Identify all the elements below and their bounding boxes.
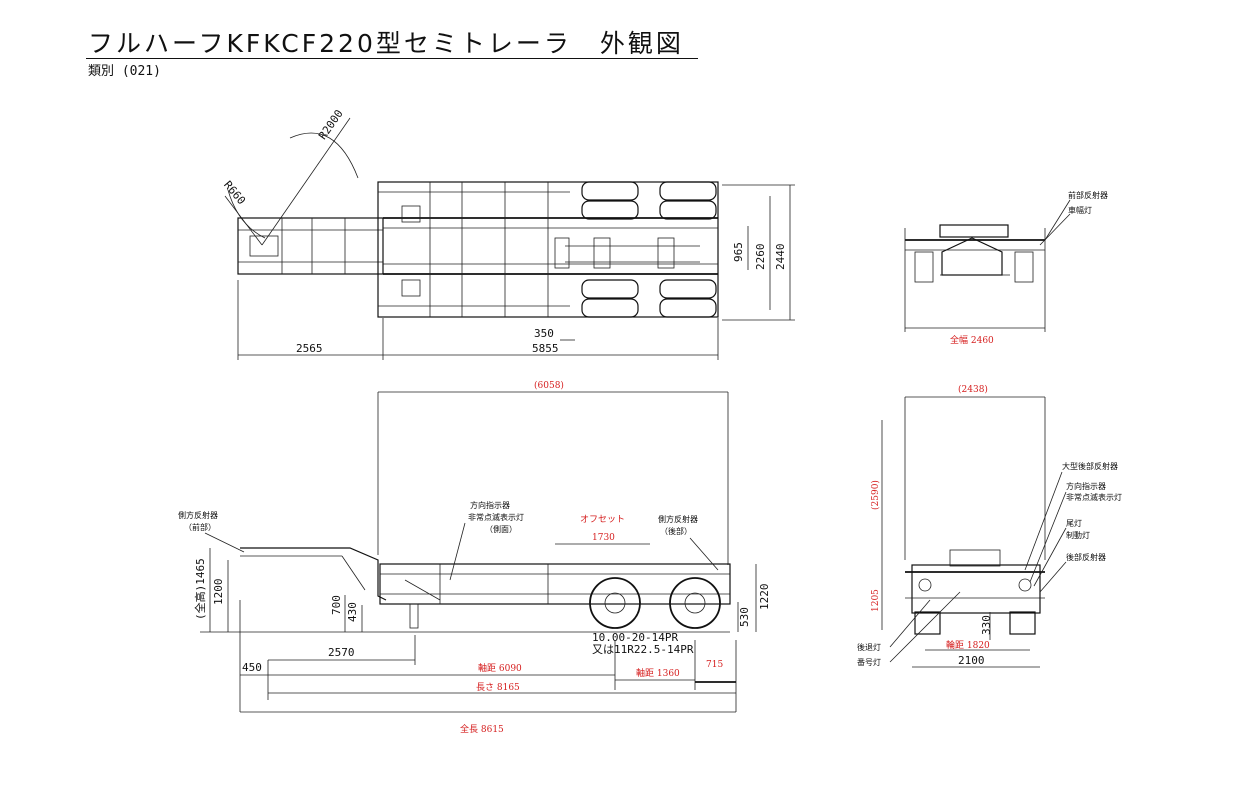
container-length: (6058) — [534, 380, 564, 391]
label-offset: オフセット — [580, 514, 625, 525]
dim-2100: 2100 — [958, 654, 985, 667]
dim-2440: 2440 — [774, 244, 787, 271]
dim-2565: 2565 — [296, 342, 323, 355]
overall-width: 全幅 2460 — [950, 334, 994, 346]
wheelbase: 軸距 6090 — [478, 662, 522, 674]
label-tail-lamp: 尾灯 — [1066, 518, 1082, 528]
dim-2570: 2570 — [328, 646, 355, 659]
dim-530: 530 — [738, 607, 751, 627]
dim-offset: 1730 — [592, 533, 615, 543]
dim-height-total: (全高)1465 — [193, 558, 207, 620]
dim-1205: 1205 — [871, 589, 881, 612]
label-plate-lamp: 番号灯 — [857, 657, 881, 667]
container-width: (2438) — [958, 384, 988, 395]
body-length: 長さ 8165 — [476, 682, 520, 693]
drawing-title: フルハーフKFKCF220型セミトレーラ 外観図 — [88, 29, 684, 58]
label-rear-reflector: 後部反射器 — [1066, 552, 1106, 562]
label-side-reflector-front: 側方反射器 — [178, 510, 218, 520]
side-view: (6058) 側方反射器 （前部） 方向指示器 非常点滅表示灯 （側面） オフセ… — [178, 380, 771, 735]
front-view: 前部反射器 車幅灯 全幅 2460 — [904, 190, 1108, 346]
label-hazard-side: 非常点滅表示灯 — [468, 512, 524, 522]
tire-spec-2: 又は11R22.5-14PR — [592, 643, 694, 656]
dim-2260: 2260 — [754, 244, 767, 271]
tires-top — [581, 181, 717, 318]
dim-5855: 5855 — [532, 342, 559, 355]
label-side-reflector-rear: 側方反射器 — [658, 514, 698, 524]
label-hazard-rear: 非常点滅表示灯 — [1066, 492, 1122, 502]
track-width: 輪距 1820 — [946, 639, 990, 651]
gooseneck-frame — [237, 217, 384, 275]
container-height: (2590) — [870, 480, 881, 510]
axle-distance: 軸距 1360 — [636, 667, 680, 679]
dim-715: 715 — [706, 660, 723, 670]
label-turn-signal-side: 方向指示器 — [470, 500, 510, 510]
label-front-reflector: 前部反射器 — [1068, 190, 1108, 200]
dim-1200: 1200 — [212, 579, 225, 606]
wheels-side — [589, 577, 721, 629]
dim-430: 430 — [346, 602, 359, 622]
label-brake-lamp: 制動灯 — [1066, 530, 1090, 540]
dim-700: 700 — [330, 595, 343, 615]
gooseneck-side — [240, 547, 387, 601]
label-turn-signal-rear: 方向指示器 — [1066, 481, 1106, 491]
radius-large-label: R2000 — [316, 107, 346, 142]
label-side-reflector-rear-sub: （後部） — [660, 526, 692, 536]
rear-view: (2438) (2590) 1205 大型後部反射器 方向指示器 非常点滅表示灯… — [857, 384, 1122, 668]
kingpin-plate — [249, 235, 279, 257]
top-view: R2000 R660 — [221, 107, 795, 360]
label-width-lamp: 車幅灯 — [1068, 205, 1092, 215]
dim-450: 450 — [242, 661, 262, 674]
label-large-rear-reflector: 大型後部反射器 — [1062, 461, 1118, 471]
radius-small-label: R660 — [221, 178, 248, 207]
drawing-subtitle: 類別 (021) — [88, 64, 161, 79]
title-underline — [86, 58, 698, 59]
dim-350: 350 — [534, 327, 554, 340]
dim-330: 330 — [980, 615, 993, 635]
frame-side — [379, 563, 731, 605]
label-turn-signal-side-sub: （側面） — [485, 524, 517, 534]
overall-length: 全長 8615 — [460, 723, 504, 735]
radius-arc-large — [289, 132, 359, 179]
label-side-reflector-front-sub: （前部） — [184, 522, 216, 532]
dim-965: 965 — [732, 242, 745, 262]
dim-1220: 1220 — [758, 584, 771, 611]
tire-spec-1: 10.00-20-14PR — [592, 631, 678, 644]
label-reverse-lamp: 後退灯 — [857, 642, 881, 652]
